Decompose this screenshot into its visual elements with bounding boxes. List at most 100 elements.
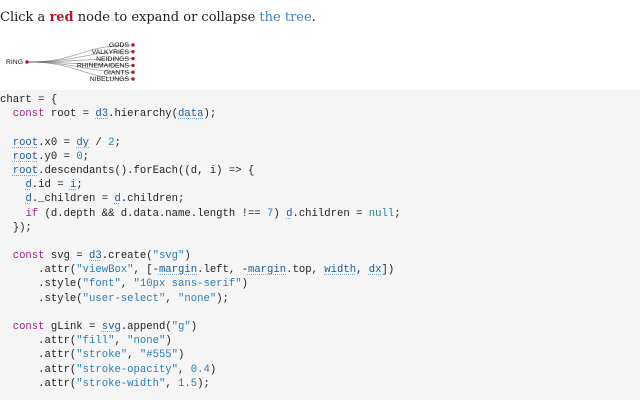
code-line: ​ bbox=[0, 121, 401, 135]
code-token: "fill" bbox=[76, 335, 115, 348]
code-token: ) bbox=[178, 349, 185, 362]
code-token: root bbox=[12, 164, 39, 177]
code-token: .x0 = bbox=[38, 136, 77, 149]
node-label: RHINEMAIDENS bbox=[77, 63, 130, 70]
tree-root-node[interactable]: RING bbox=[6, 59, 29, 66]
code-token: .attr( bbox=[0, 264, 77, 277]
node-label: NEIDINGS bbox=[96, 56, 129, 63]
code-token: .left, - bbox=[197, 264, 248, 277]
code-token bbox=[0, 321, 13, 333]
code-token: ; bbox=[76, 179, 83, 192]
code-token: ) bbox=[209, 363, 217, 376]
code-token: , bbox=[114, 335, 128, 348]
node-dot[interactable] bbox=[131, 77, 135, 81]
code-token: ; bbox=[114, 136, 121, 149]
node-dot[interactable] bbox=[25, 60, 29, 64]
intro-red-word: red bbox=[49, 10, 74, 25]
node-dot[interactable] bbox=[131, 70, 135, 74]
tree-node[interactable]: GODS bbox=[109, 42, 135, 49]
code-token: "10px sans-serif" bbox=[133, 278, 242, 291]
code-line: root.y0 = 0; bbox=[0, 150, 401, 164]
code-token: "stroke" bbox=[76, 349, 128, 362]
node-label: GODS bbox=[109, 42, 129, 49]
code-token: const bbox=[12, 108, 45, 121]
code-token: 7 bbox=[267, 207, 274, 220]
tree-node[interactable]: GIANTS bbox=[104, 69, 135, 76]
code-token: .children = bbox=[292, 207, 369, 220]
code-token: ) bbox=[273, 207, 287, 220]
intro-text: Click a red node to expand or collapse t… bbox=[0, 9, 316, 27]
code-token bbox=[0, 250, 13, 262]
node-dot[interactable] bbox=[131, 43, 135, 47]
code-line: const gLink = svg.append("g") bbox=[0, 320, 401, 334]
intro-prefix: Click a bbox=[0, 10, 50, 25]
tree-node[interactable]: NEIDINGS bbox=[96, 56, 135, 63]
code-token: margin bbox=[158, 264, 198, 277]
code-token: .style( bbox=[0, 278, 83, 291]
code-token: d bbox=[286, 207, 293, 220]
code-token: ) bbox=[184, 250, 191, 263]
code-token: root bbox=[12, 136, 39, 149]
code-token bbox=[0, 108, 13, 120]
code-line: d.id = i; bbox=[0, 178, 401, 192]
code-token: , bbox=[165, 292, 179, 305]
code-token: .hierarchy( bbox=[108, 108, 179, 121]
code-line: .style("user-select", "none"); bbox=[0, 292, 401, 306]
code-token: d bbox=[25, 179, 32, 192]
code-token: , bbox=[120, 278, 134, 291]
tree-node[interactable]: NIBELUNGS bbox=[90, 76, 135, 83]
code-line: .attr("stroke-opacity", 0.4) bbox=[0, 363, 401, 377]
code-line: ​ bbox=[0, 306, 401, 320]
code-token: .children; bbox=[120, 193, 185, 206]
code-token bbox=[0, 193, 25, 205]
code-token: ]) bbox=[381, 264, 395, 277]
node-dot[interactable] bbox=[131, 63, 135, 68]
code-token: dx bbox=[368, 264, 382, 277]
code-token: gLink = bbox=[44, 321, 102, 333]
code-token: root = bbox=[44, 108, 96, 121]
code-token: , bbox=[165, 377, 179, 390]
code-token: ) bbox=[165, 335, 172, 348]
code-token: "#555" bbox=[139, 349, 179, 362]
code-token: ; bbox=[82, 150, 90, 163]
tree-link[interactable]: the tree bbox=[259, 10, 312, 25]
code-token: , [- bbox=[133, 264, 159, 277]
code-token: .y0 = bbox=[38, 150, 77, 163]
code-token: ); bbox=[216, 292, 229, 305]
code-token bbox=[0, 151, 13, 163]
code-token: , bbox=[127, 349, 140, 362]
code-token: "stroke-width" bbox=[76, 377, 166, 390]
code-token: }); bbox=[0, 221, 32, 234]
node-label: VALKYRIES bbox=[92, 49, 130, 56]
intro-middle: node to expand or collapse bbox=[73, 10, 260, 25]
code-line: const root = d3.hierarchy(data); bbox=[0, 107, 401, 121]
code-token: , bbox=[356, 264, 369, 277]
code-token: "g" bbox=[171, 321, 191, 333]
code-token bbox=[0, 165, 13, 177]
code-token: null bbox=[368, 207, 395, 220]
code-token: svg bbox=[101, 321, 121, 333]
code-token: .attr( bbox=[0, 349, 77, 362]
code-line: .attr("stroke", "#555") bbox=[0, 348, 401, 362]
code-token: const bbox=[12, 321, 45, 333]
code-line: .attr("stroke-width", 1.5); bbox=[0, 377, 401, 391]
tree-nodes: RING GODSVALKYRIESNEIDINGSRHINEMAIDENSGIA… bbox=[6, 42, 135, 83]
code-line: .style("font", "10px sans-serif") bbox=[0, 277, 401, 291]
code-token: svg = bbox=[44, 250, 90, 263]
code-token: root bbox=[12, 150, 39, 163]
code-token: 0.4 bbox=[190, 363, 210, 376]
code-token: .attr( bbox=[0, 335, 77, 348]
tree-node[interactable]: VALKYRIES bbox=[92, 49, 135, 56]
node-dot[interactable] bbox=[131, 50, 135, 54]
code-token: d bbox=[114, 193, 121, 206]
code-token: data bbox=[178, 108, 204, 121]
code-line: }); bbox=[0, 221, 401, 235]
code-token bbox=[0, 137, 13, 149]
node-label: NIBELUNGS bbox=[90, 76, 130, 83]
code-token: i bbox=[69, 179, 77, 192]
tree-node[interactable]: RHINEMAIDENS bbox=[77, 63, 135, 70]
code-token: , bbox=[178, 363, 191, 376]
code-block: chart = { const root = d3.hierarchy(data… bbox=[0, 90, 640, 400]
node-dot[interactable] bbox=[131, 56, 135, 61]
code-token: .append( bbox=[120, 321, 172, 333]
